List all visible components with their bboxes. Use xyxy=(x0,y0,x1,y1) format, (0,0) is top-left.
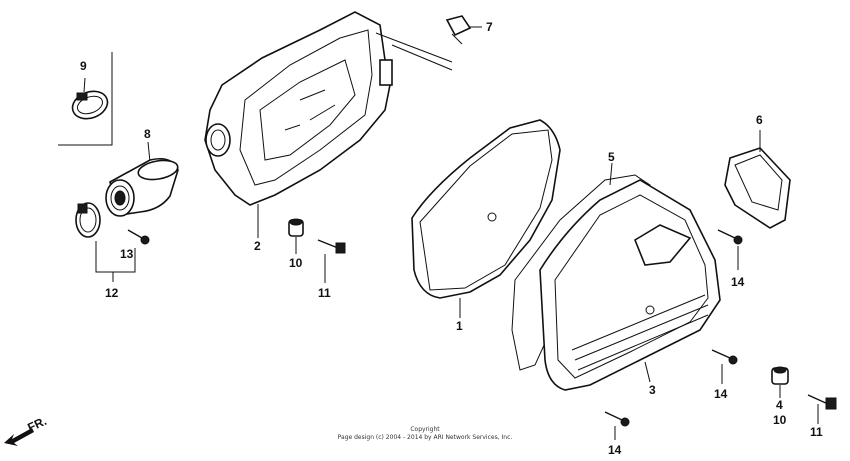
callout-10b: 10 xyxy=(773,413,787,427)
part-14c-screw xyxy=(604,411,630,440)
callout-7: 7 xyxy=(486,20,493,34)
callout-2: 2 xyxy=(254,239,261,253)
part-7-grommet xyxy=(375,15,482,71)
part-1-filter-element xyxy=(411,119,561,318)
callout-11b: 11 xyxy=(810,425,823,439)
callout-9: 9 xyxy=(80,59,87,73)
callout-13: 13 xyxy=(120,247,134,261)
callout-14b: 14 xyxy=(714,387,728,401)
part-11a-bolt xyxy=(317,239,346,283)
callout-4: 4 xyxy=(776,398,783,412)
part-10b-nut xyxy=(771,366,789,398)
bracket-12 xyxy=(95,241,136,273)
part-2-case xyxy=(204,11,393,238)
part-13-screw xyxy=(127,229,150,245)
copyright-line-1: Copyright xyxy=(410,426,440,433)
part-9-clamp xyxy=(58,52,113,146)
part-14b-screw xyxy=(711,349,738,384)
part-11b-bolt xyxy=(807,394,837,424)
callout-14a: 14 xyxy=(731,275,745,289)
part-10a-nut xyxy=(288,218,304,254)
part-8-intake-tube xyxy=(105,141,179,217)
part-3-cover xyxy=(539,179,721,391)
callout-11a: 11 xyxy=(318,286,331,300)
callout-14c: 14 xyxy=(608,443,622,457)
callout-3: 3 xyxy=(649,383,656,397)
part-12-clamp xyxy=(75,202,101,238)
callout-6: 6 xyxy=(756,113,763,127)
callout-8: 8 xyxy=(144,127,151,141)
copyright-line-2: Page design (c) 2004 - 2014 by ARI Netwo… xyxy=(338,434,513,441)
callout-5: 5 xyxy=(608,150,615,164)
callout-12: 12 xyxy=(105,286,119,300)
part-14a-screw xyxy=(717,229,743,270)
part-6-small-filter xyxy=(724,130,791,229)
direction-label: FR. xyxy=(25,414,48,435)
callout-10a: 10 xyxy=(289,256,303,270)
callout-1: 1 xyxy=(456,319,463,333)
front-direction-arrow: FR. xyxy=(4,414,49,446)
